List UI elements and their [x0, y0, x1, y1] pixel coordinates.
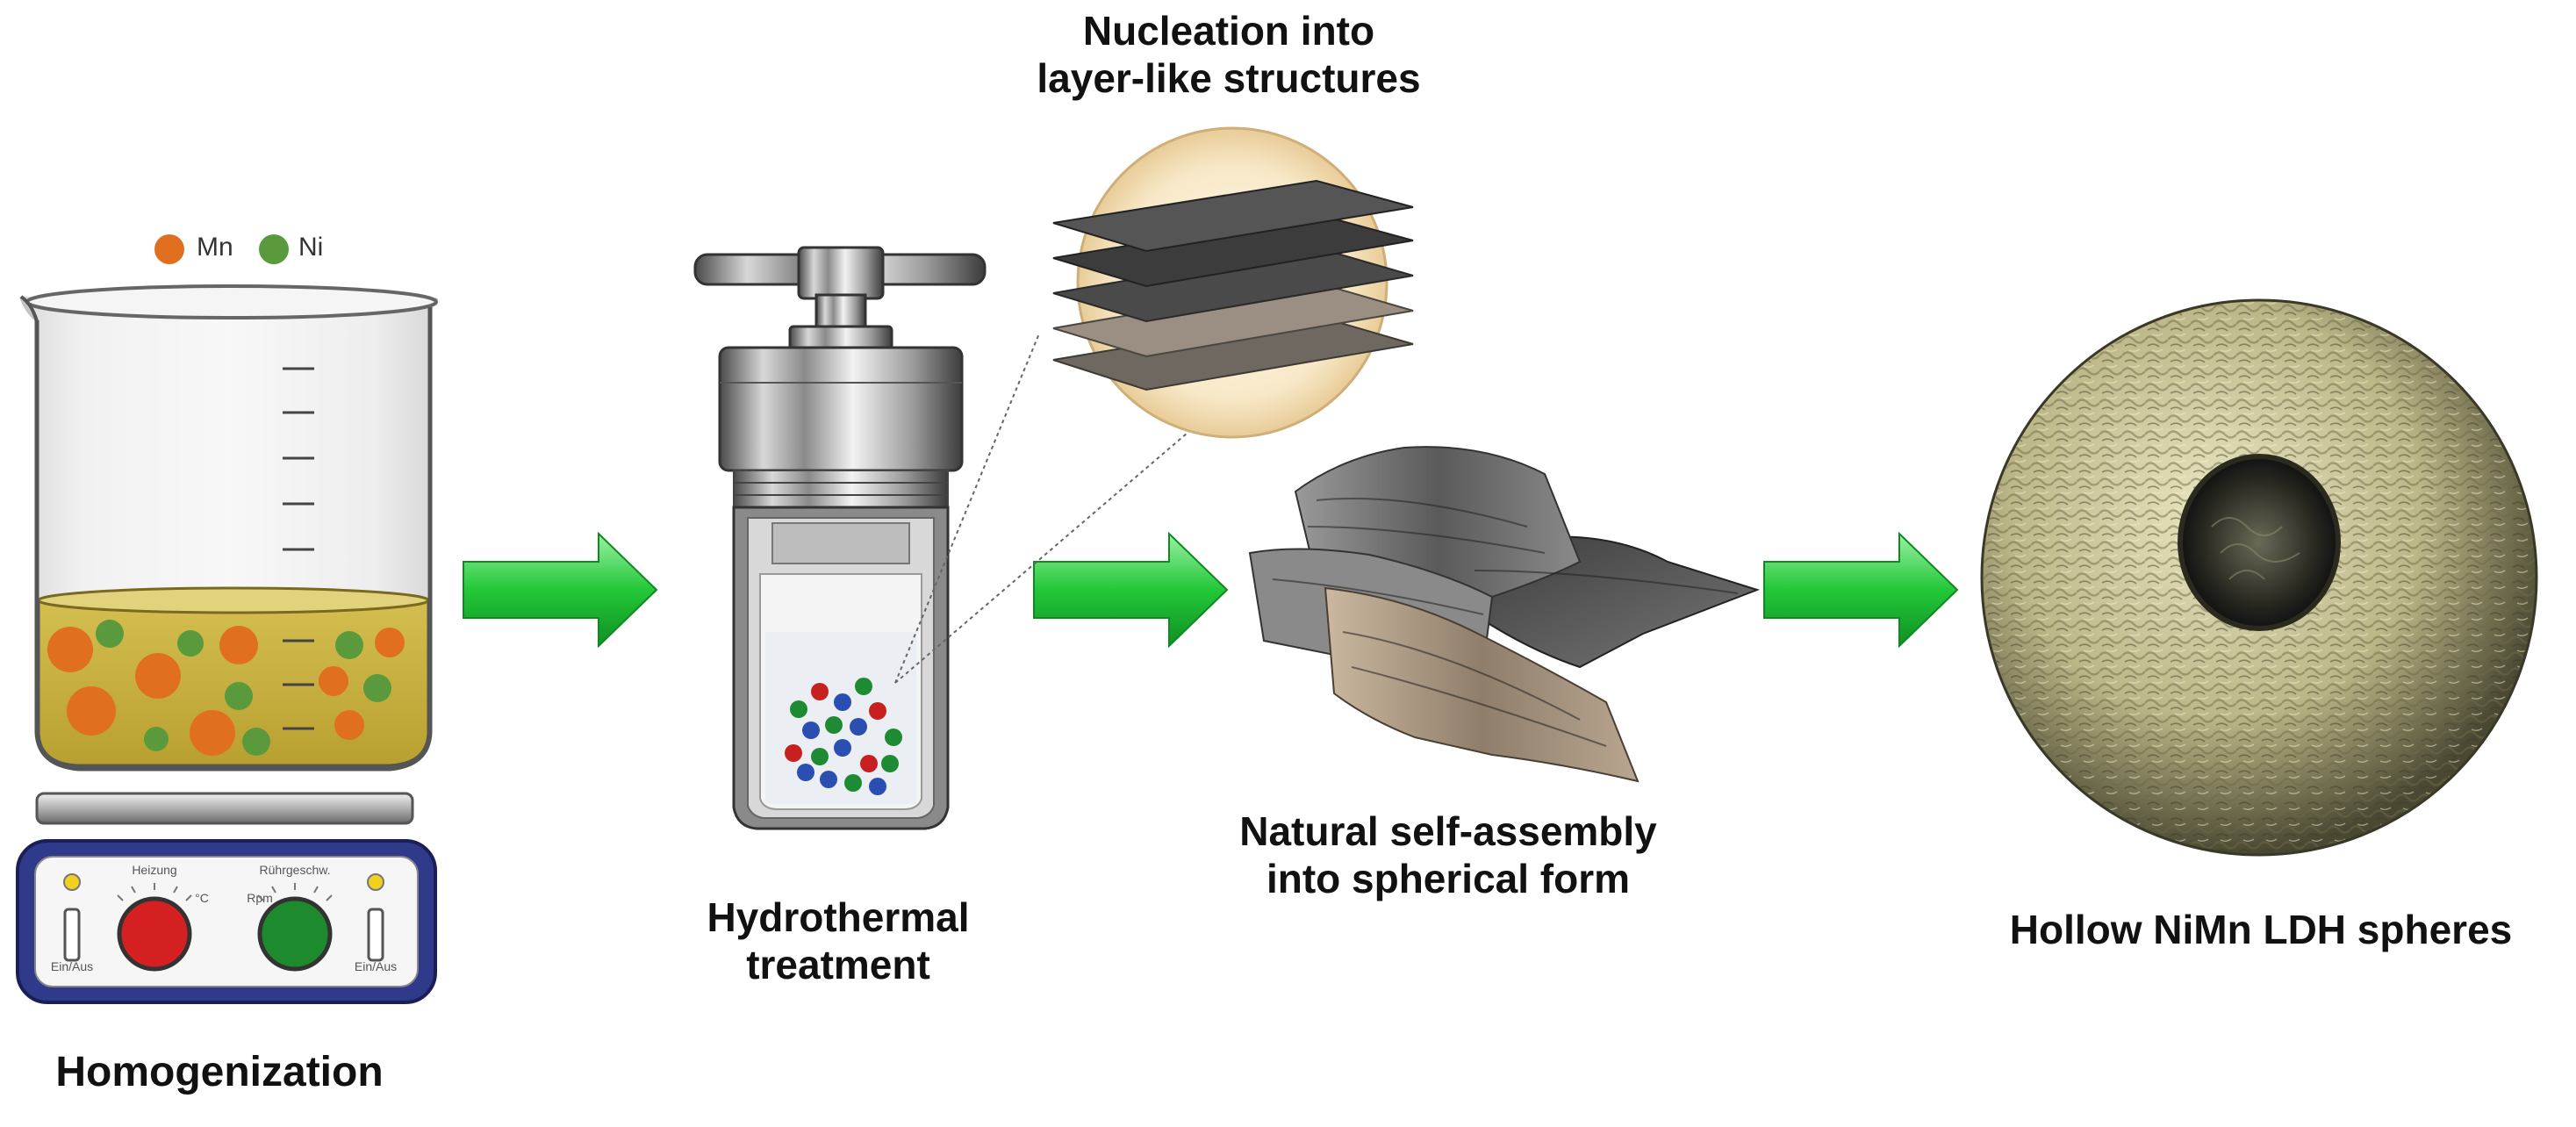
- precursor-particles: [785, 678, 902, 795]
- nucleation-line2: layer-like structures: [1037, 55, 1421, 102]
- indicator-light-right: [367, 873, 384, 891]
- process-arrows: [463, 531, 1959, 649]
- spheres-text: Hollow NiMn LDH spheres: [2009, 907, 2513, 952]
- nucleation-line1: Nucleation into: [1082, 8, 1375, 54]
- legend-mn-label: Mn: [197, 233, 233, 262]
- autoclave-cap: [718, 346, 964, 472]
- speed-dial: [257, 896, 333, 972]
- arrow-1: [463, 531, 658, 649]
- inner-wall-texture: [2211, 517, 2300, 580]
- beaker: [19, 284, 439, 772]
- nucleation-zoom: [894, 126, 1414, 684]
- arrow-3: [1763, 531, 1959, 649]
- indicator-light-left: [63, 873, 81, 891]
- heater-dial-label: Heizung: [132, 863, 176, 877]
- self-assembly-sheets: [1248, 446, 1761, 783]
- label-hollow-spheres: Hollow NiMn LDH spheres: [1962, 906, 2559, 953]
- switch-label-right: Ein/Aus: [355, 959, 397, 973]
- beaker-graduations: [283, 367, 314, 730]
- label-nucleation: Nucleation into layer-like structures: [1001, 7, 1457, 103]
- sheet-tan: [1324, 586, 1640, 783]
- heater-dial-ticks: [117, 883, 192, 901]
- hydrothermal-line1: Hydrothermal: [707, 894, 970, 940]
- homogenization-text: Homogenization: [55, 1049, 384, 1095]
- sheet-wrinkles: [1272, 498, 1739, 747]
- arrow-2: [1033, 531, 1229, 649]
- power-switch-left: [63, 908, 81, 962]
- autoclave: [693, 246, 987, 830]
- ldh-layers: [1052, 179, 1414, 391]
- heater-unit: °C: [195, 891, 209, 905]
- legend-mn-dot: [154, 234, 184, 264]
- hydrothermal-line2: treatment: [746, 942, 930, 988]
- label-self-assembly: Natural self-assembly into spherical for…: [1185, 808, 1711, 903]
- beaker-particles: [47, 620, 405, 756]
- speed-dial-label: Rührgeschw.: [260, 863, 331, 877]
- heater-dial: [117, 896, 192, 972]
- speed-dial-ticks: [257, 883, 333, 901]
- legend-ni-label: Ni: [298, 233, 324, 262]
- assembly-line1: Natural self-assembly: [1239, 808, 1657, 854]
- power-switch-right: [367, 908, 384, 962]
- switch-label-left: Ein/Aus: [51, 959, 93, 973]
- homogenization-setup: Ein/Aus Ein/Aus Heizung °C Rührgeschw. R…: [16, 234, 439, 1004]
- label-hydrothermal: Hydrothermal treatment: [632, 894, 1044, 989]
- magnetic-stirrer: Ein/Aus Ein/Aus Heizung °C Rührgeschw. R…: [16, 792, 437, 1004]
- legend-ni-dot: [259, 234, 289, 264]
- hollow-ldh-sphere: [1980, 298, 2538, 857]
- autoclave-threads: [733, 470, 949, 508]
- sphere-opening: [2178, 454, 2341, 631]
- label-homogenization: Homogenization: [18, 1048, 421, 1098]
- assembly-line2: into spherical form: [1266, 856, 1631, 902]
